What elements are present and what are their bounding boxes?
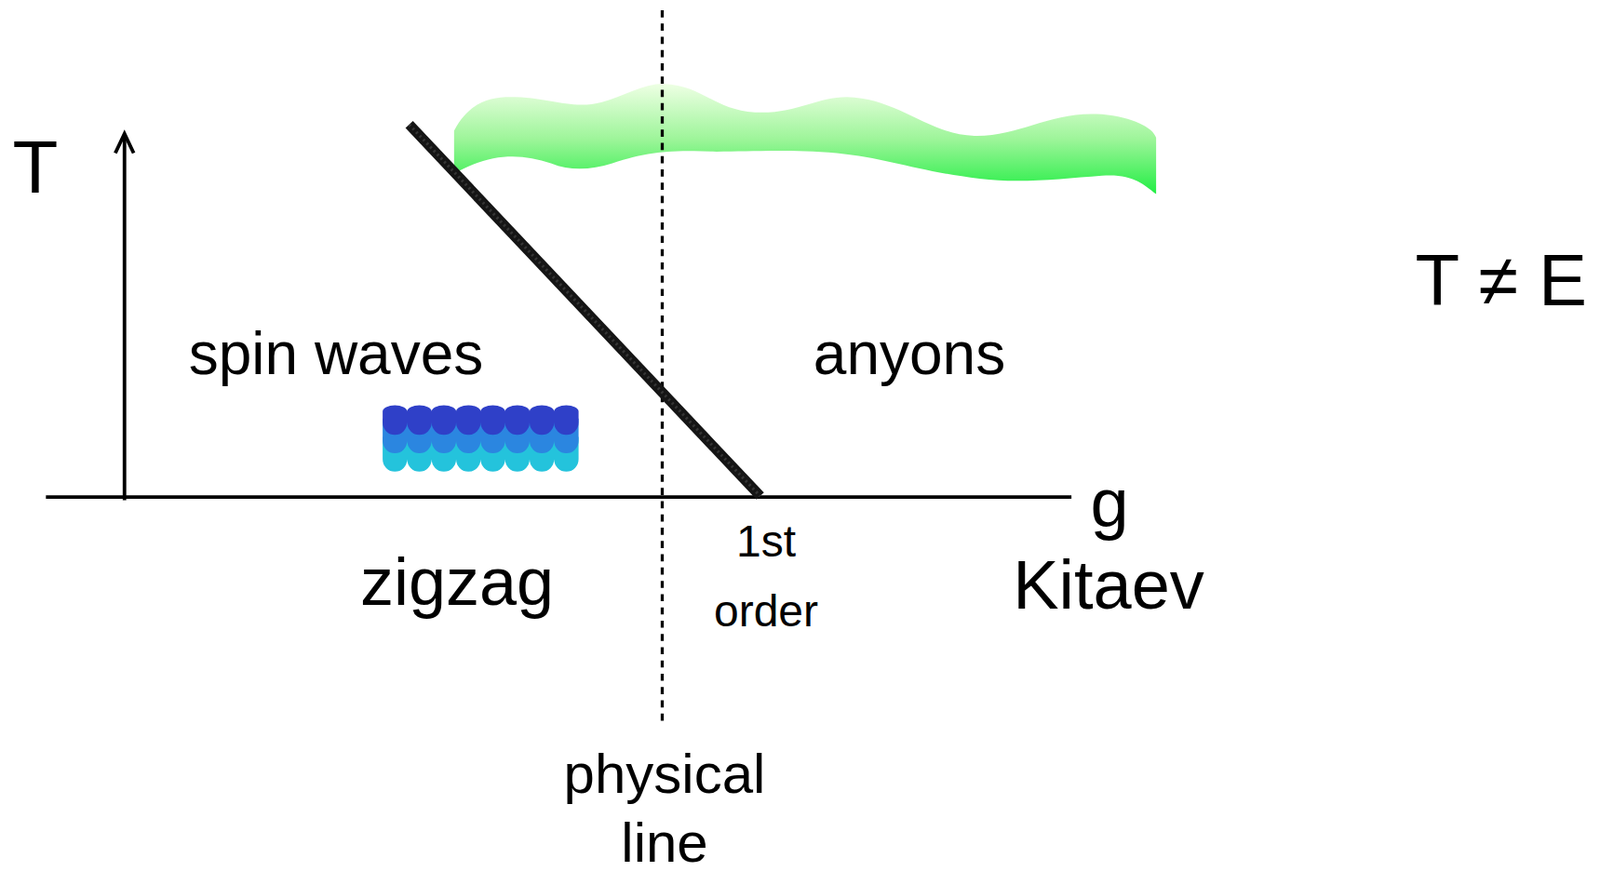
- physical-line: [660, 10, 664, 725]
- axis-label: g: [1089, 469, 1129, 538]
- water-wave-top: [382, 404, 579, 435]
- axis-label: T: [13, 130, 59, 205]
- transition-label: 1st order: [696, 506, 836, 646]
- anyon-band: [454, 83, 1157, 194]
- region-label: anyons: [813, 323, 1006, 384]
- note-label: T ≠ E: [1415, 242, 1587, 318]
- phase-label: zigzag: [360, 548, 554, 616]
- line-label: physical line: [548, 739, 781, 878]
- x-axis: [45, 495, 1072, 499]
- y-axis-arrowhead: [115, 134, 135, 154]
- y-axis: [122, 134, 127, 501]
- region-label: spin waves: [188, 323, 485, 384]
- phase-label: Kitaev: [1012, 551, 1205, 620]
